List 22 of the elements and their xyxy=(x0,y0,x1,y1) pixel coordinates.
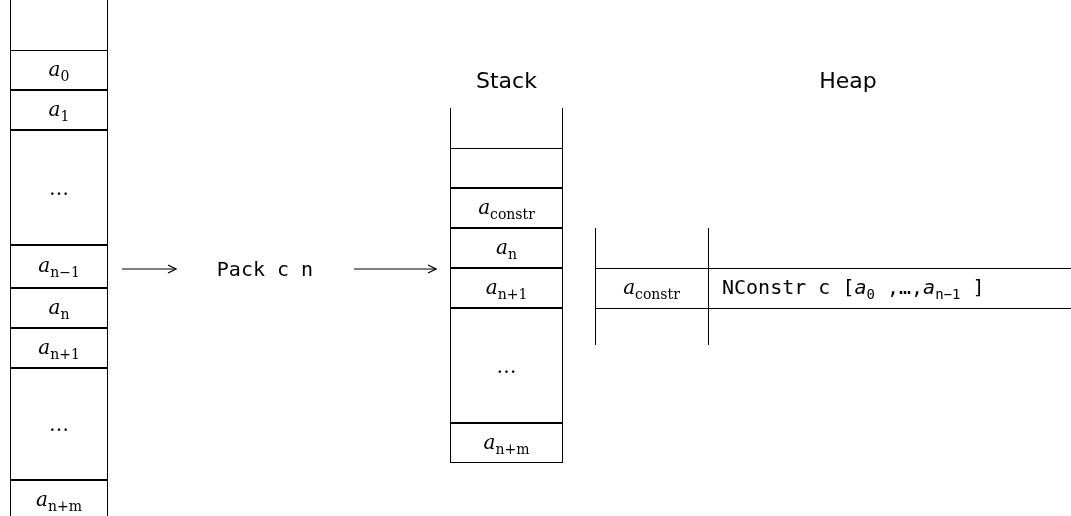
stack-cell: a$_{constr}$ xyxy=(451,188,562,228)
stack-cell: a$_{1}$ xyxy=(11,90,107,130)
stack-heading: Stack xyxy=(475,68,538,93)
stack-cell: a$_{n−1}$ xyxy=(11,245,107,288)
stack-cell: … xyxy=(451,308,562,423)
address-cell: a$_{constr}$ xyxy=(595,268,708,308)
stack-cell: a$_{n+1}$ xyxy=(451,268,562,308)
stack-cell: a$_{0}$ xyxy=(11,50,107,90)
stack-cell: … xyxy=(11,130,107,245)
stack-cell: a$_{n}$ xyxy=(11,288,107,328)
stack-cell: … xyxy=(11,368,107,480)
stack-cell: a$_{n+1}$ xyxy=(11,328,107,368)
stack-cell: a$_{n+m}$ xyxy=(451,423,562,463)
heap-value-cell: NConstr c [a$_{0}$ ,…,a$_{n−1}$ ] xyxy=(708,268,1071,308)
stack-cell: a$_{n+m}$ xyxy=(11,480,107,516)
stack-cell: a$_{n}$ xyxy=(451,228,562,268)
arrow xyxy=(121,264,177,274)
arrow xyxy=(353,264,437,274)
instruction-text: Pack c n xyxy=(190,252,340,286)
heap-heading: Heap xyxy=(818,68,878,93)
empty-stack-cell xyxy=(451,148,562,188)
stack-frame xyxy=(10,0,108,516)
